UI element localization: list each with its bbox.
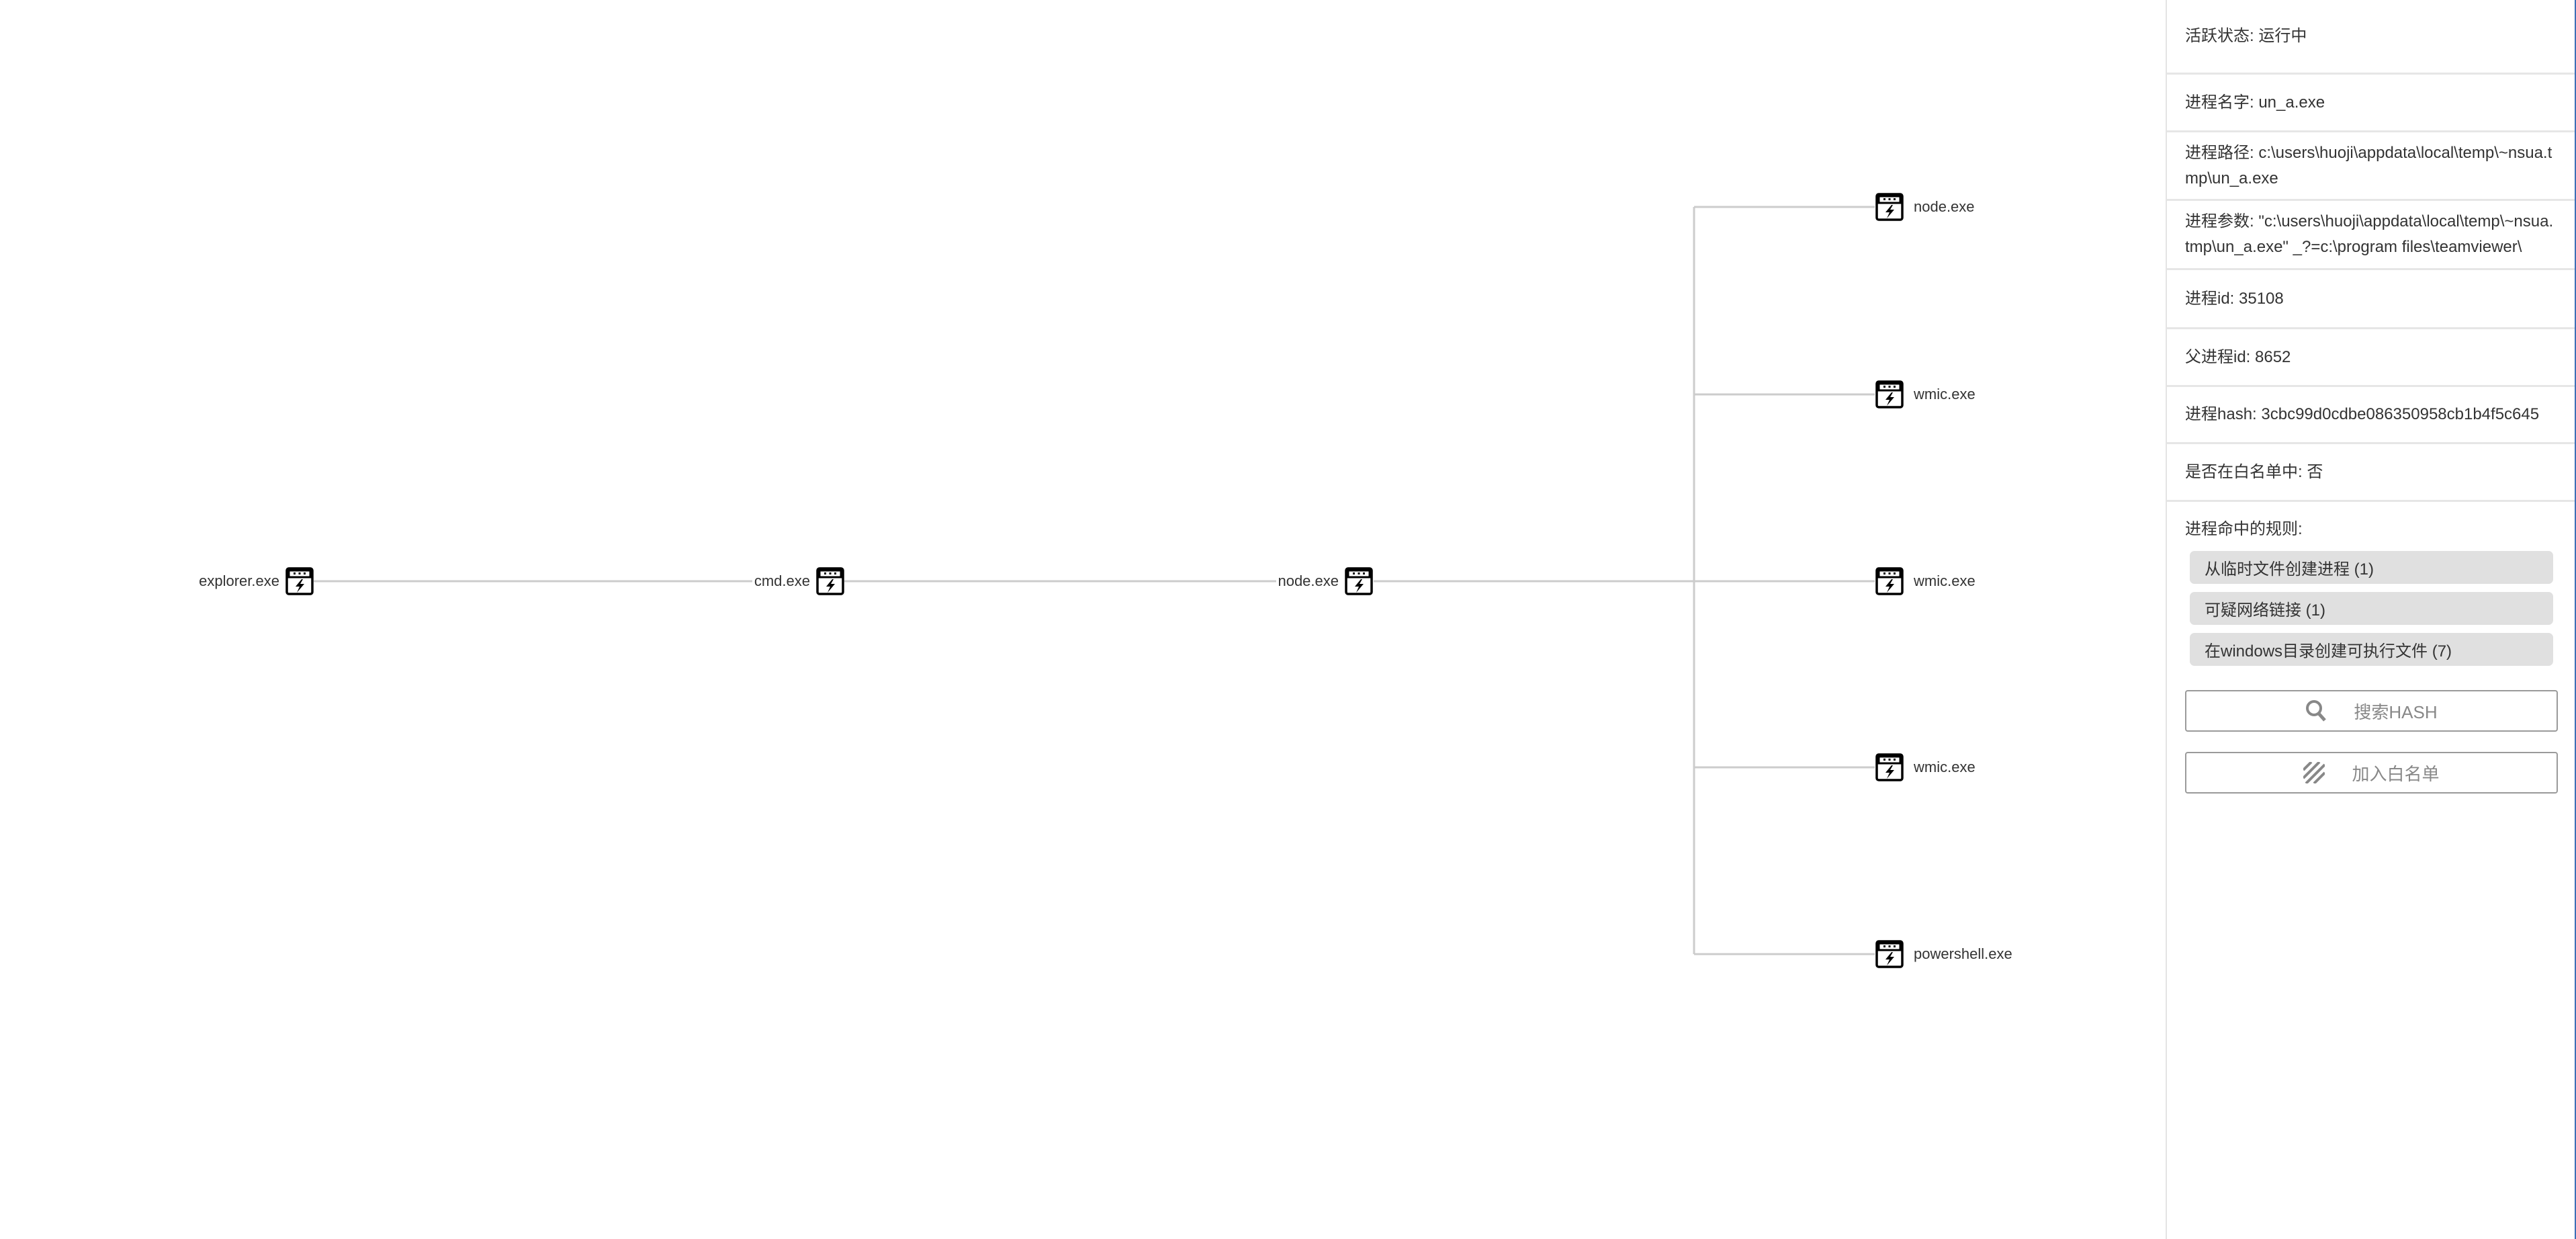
child-node-0[interactable]: node.exe (1875, 192, 1975, 222)
rule-text: 从临时文件创建进程 (1) (2205, 560, 2374, 579)
process-icon[interactable] (1875, 566, 1904, 596)
detail-text: 进程id: 35108 (2185, 289, 2284, 308)
child-node-2[interactable]: wmic.exe (1875, 566, 1975, 596)
node-label: wmic.exe (1914, 572, 1975, 589)
detail-text: 进程参数: "c:\users\huoji\appdata\local\temp… (2185, 212, 2554, 256)
rule-chip[interactable]: 在windows目录创建可执行文件 (7) (2190, 633, 2553, 666)
detail-process-args: 进程参数: "c:\users\huoji\appdata\local\temp… (2167, 201, 2575, 270)
detail-process-path: 进程路径: c:\users\huoji\appdata\local\temp\… (2167, 132, 2575, 201)
add-whitelist-label: 加入白名单 (2352, 763, 2440, 784)
node-label: wmic.exe (1914, 759, 1975, 775)
detail-text: 是否在白名单中: 否 (2185, 462, 2323, 481)
process-icon[interactable] (1875, 380, 1904, 409)
child-node-1[interactable]: wmic.exe (1875, 380, 1975, 409)
detail-text: 进程路径: c:\users\huoji\appdata\local\temp\… (2185, 143, 2552, 187)
detail-process-name: 进程名字: un_a.exe (2167, 75, 2575, 132)
child-node-3[interactable]: wmic.exe (1875, 753, 1975, 782)
node-cmd[interactable]: cmd.exe (754, 566, 845, 596)
tree-edges (314, 206, 1875, 955)
detail-text: 进程hash: 3cbc99d0cdbe086350958cb1b4f5c645 (2185, 405, 2540, 423)
process-icon[interactable] (1344, 566, 1374, 596)
process-icon[interactable] (1875, 753, 1904, 782)
process-icon[interactable] (1875, 939, 1904, 969)
search-icon (2306, 700, 2327, 722)
rules-label: 进程命中的规则: (2185, 520, 2303, 538)
child-node-4[interactable]: powershell.exe (1875, 939, 2012, 969)
rule-chip[interactable]: 从临时文件创建进程 (1) (2190, 551, 2553, 584)
detail-process-id: 进程id: 35108 (2167, 270, 2575, 329)
node-node[interactable]: node.exe (1278, 566, 1374, 596)
detail-whitelisted: 是否在白名单中: 否 (2167, 444, 2575, 502)
node-label: wmic.exe (1914, 386, 1975, 402)
node-explorer[interactable]: explorer.exe (199, 566, 314, 596)
process-details-panel: 活跃状态: 运行中 进程名字: un_a.exe 进程路径: c:\users\… (2166, 0, 2576, 1239)
detail-text: 父进程id: 8652 (2185, 347, 2291, 366)
process-icon[interactable] (285, 566, 314, 596)
detail-text: 活跃状态: 运行中 (2185, 27, 2307, 45)
add-whitelist-button[interactable]: 加入白名单 (2185, 752, 2558, 794)
search-hash-label: 搜索HASH (2354, 701, 2438, 722)
rule-chip[interactable]: 可疑网络链接 (1) (2190, 592, 2553, 625)
rule-text: 可疑网络链接 (1) (2205, 601, 2325, 620)
detail-parent-id: 父进程id: 8652 (2167, 329, 2575, 387)
node-label: explorer.exe (199, 572, 279, 589)
process-icon[interactable] (815, 566, 845, 596)
node-label: node.exe (1278, 572, 1339, 589)
rule-text: 在windows目录创建可执行文件 (7) (2205, 642, 2452, 660)
detail-process-hash: 进程hash: 3cbc99d0cdbe086350958cb1b4f5c645 (2167, 387, 2575, 444)
detail-text: 进程名字: un_a.exe (2185, 93, 2325, 112)
process-icon[interactable] (1875, 192, 1904, 222)
node-label: node.exe (1914, 198, 1975, 215)
whitelist-icon (2303, 762, 2325, 783)
search-hash-button[interactable]: 搜索HASH (2185, 690, 2558, 732)
process-tree-graph: explorer.exe cmd.exe node.exe node.exe w… (199, 192, 2012, 969)
node-label: powershell.exe (1914, 945, 2012, 962)
detail-active-status: 活跃状态: 运行中 (2167, 0, 2575, 75)
node-label: cmd.exe (754, 572, 810, 589)
